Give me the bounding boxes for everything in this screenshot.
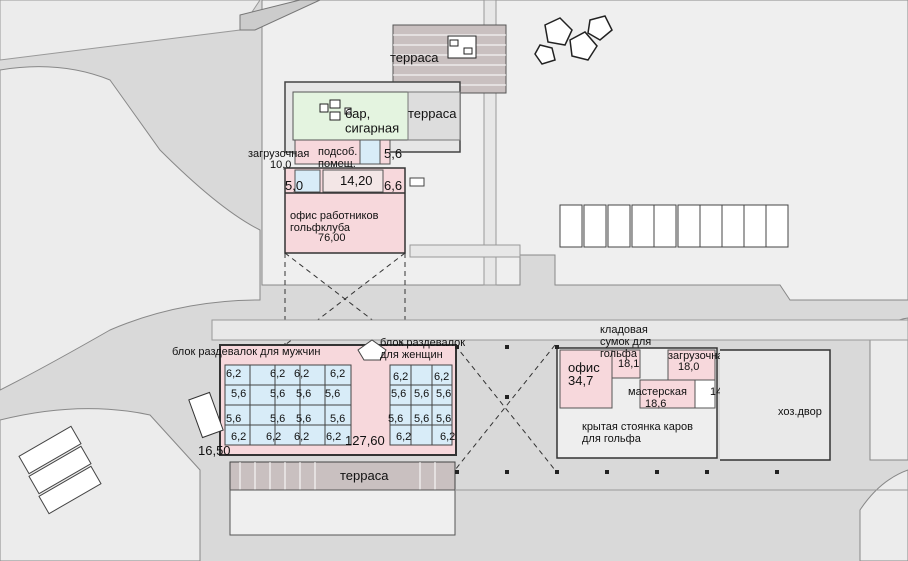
parking-bottom-left xyxy=(18,425,102,515)
cabin-area: 6,2 xyxy=(270,368,285,380)
bag-storage-area: 18,1 xyxy=(618,358,639,370)
parking-top xyxy=(559,204,789,248)
cabin-area: 5,6 xyxy=(296,388,311,400)
columns xyxy=(455,345,779,474)
cabin-area: 5,6 xyxy=(414,413,429,425)
stair-left xyxy=(188,391,224,439)
cabin-area: 5,6 xyxy=(270,413,285,425)
terrace-furniture xyxy=(447,35,477,59)
bottom-terrace: терраса xyxy=(229,461,456,536)
office-right-room xyxy=(559,349,613,409)
loading-right-room xyxy=(667,349,716,381)
workshop-room xyxy=(639,379,696,409)
cabin-area: 6,2 xyxy=(434,371,449,383)
utility-area: 5,6 xyxy=(384,146,402,161)
cabin-area: 6,2 xyxy=(231,431,246,443)
bar-room xyxy=(292,91,409,141)
cabin-area: 6,2 xyxy=(440,431,455,443)
loading-right-area: 18,0 xyxy=(678,361,699,373)
stair-area: 16,50 xyxy=(198,443,231,458)
office-right-area: 34,7 xyxy=(568,373,593,388)
footpath xyxy=(239,0,321,31)
bar-building: бар,сигарная терраса подсоб.помещ. 5,6 з… xyxy=(248,81,461,171)
hall-area: 127,60 xyxy=(345,433,385,448)
cabin-area: 6,2 xyxy=(330,368,345,380)
room-1420-top-area: 14,20 xyxy=(340,173,373,188)
cabin-area: 5,6 xyxy=(270,388,285,400)
cabin-area: 5,6 xyxy=(436,388,451,400)
cabin-area: 6,2 xyxy=(266,431,281,443)
cabin-area: 5,6 xyxy=(414,388,429,400)
bar-furniture xyxy=(319,99,352,121)
cabin-area: 6,2 xyxy=(294,368,309,380)
terrace-bottom-label: терраса xyxy=(340,468,389,483)
cabin-area: 5,6 xyxy=(231,388,246,400)
road-band xyxy=(211,319,908,341)
cabin-area: 5,6 xyxy=(391,388,406,400)
trees xyxy=(534,15,613,65)
stair-small xyxy=(409,177,425,187)
cabin-area: 6,2 xyxy=(326,431,341,443)
terrace-mid-deck xyxy=(407,91,461,141)
bar-label: бар,сигарная xyxy=(345,106,399,135)
terrace-mid-label: терраса xyxy=(408,106,457,121)
loading-right-label: загрузочная xyxy=(668,350,729,362)
terrace-top-label: терраса xyxy=(390,50,439,65)
small-66-area: 6,6 xyxy=(384,178,402,193)
utility-label: подсоб.помещ. xyxy=(318,146,357,170)
left-lawn xyxy=(0,66,261,391)
cabin-area: 6,2 xyxy=(226,368,241,380)
men-block-label: блок раздевалок для мужчин xyxy=(172,346,321,358)
small-room-area: 5,0 xyxy=(285,178,303,193)
cabin-area: 5,6 xyxy=(296,413,311,425)
cabin-area: 5,6 xyxy=(436,413,451,425)
cabin-area: 6,2 xyxy=(396,431,411,443)
workshop-label: мастерская xyxy=(628,386,687,398)
staff-office-area: 76,00 xyxy=(318,232,346,244)
hall-symbol xyxy=(357,339,387,361)
cabin-area: 5,6 xyxy=(388,413,403,425)
cabin-area: 5,6 xyxy=(325,388,340,400)
office-right-label: офис xyxy=(568,360,600,375)
yard: хоз.двор xyxy=(720,349,831,461)
changing-building: блок раздевалок для мужчин блок раздевал… xyxy=(172,337,465,456)
cabin-area: 5,6 xyxy=(226,413,241,425)
yard-label: хоз.двор xyxy=(778,406,822,418)
loading-top-label: загрузочная xyxy=(248,148,309,160)
workshop-area: 18,6 xyxy=(645,398,666,410)
cabin-area: 5,6 xyxy=(330,413,345,425)
walkway-horizontal xyxy=(409,244,521,258)
cabin-area: 6,2 xyxy=(294,431,309,443)
cabin-area: 6,2 xyxy=(393,371,408,383)
bag-room xyxy=(611,349,641,379)
